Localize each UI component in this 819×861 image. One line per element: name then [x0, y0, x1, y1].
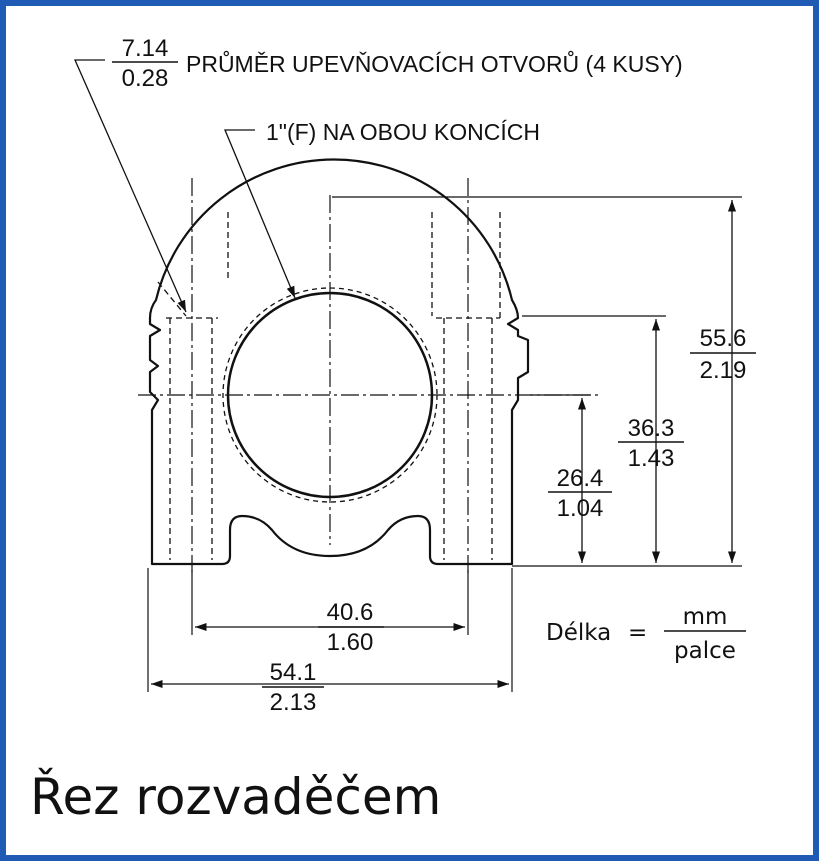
dim-width-total-inch: 2.13: [270, 689, 317, 716]
port-note-text: 1"(F) NA OBOU KONCÍCH: [266, 119, 540, 145]
dim-height-center-mm: 26.4: [557, 465, 604, 492]
dim-height-body-inch: 1.43: [628, 445, 675, 472]
hole-note-text: PRŮMĚR UPEVŇOVACÍCH OTVORŮ (4 KUSY): [186, 49, 683, 77]
dim-height-body-mm: 36.3: [628, 415, 675, 442]
dim-height-center: 26.4 1.04: [548, 465, 612, 522]
units-legend: Délka = mm palce: [546, 604, 746, 664]
dim-height-total-inch: 2.19: [700, 357, 747, 384]
dim-height-total: 55.6 2.19: [690, 325, 756, 384]
centerlines: [138, 178, 600, 575]
legend-equals: =: [628, 620, 647, 646]
legend-bottom: palce: [674, 638, 736, 664]
caption: Řez rozvaděčem: [30, 768, 441, 826]
dim-height-total-mm: 55.6: [700, 325, 747, 352]
mounting-holes-hidden: [157, 210, 501, 560]
dim-height-body: 36.3 1.43: [618, 415, 684, 472]
body-outline: [148, 158, 530, 566]
leader-lines: [74, 59, 296, 313]
dim-width-total-mm: 54.1: [270, 659, 317, 686]
dim-width-total: 54.1 2.13: [262, 659, 324, 716]
dim-width-holes-mm: 40.6: [327, 599, 374, 626]
legend-label: Délka: [546, 620, 611, 646]
legend-top: mm: [683, 604, 728, 630]
extension-lines: [147, 196, 742, 692]
dim-width-holes-inch: 1.60: [327, 629, 374, 656]
hole-note-mm: 7.14: [122, 35, 169, 62]
hole-note-inch: 0.28: [122, 65, 169, 92]
dim-width-holes: 40.6 1.60: [318, 599, 384, 656]
dim-height-center-inch: 1.04: [557, 495, 604, 522]
